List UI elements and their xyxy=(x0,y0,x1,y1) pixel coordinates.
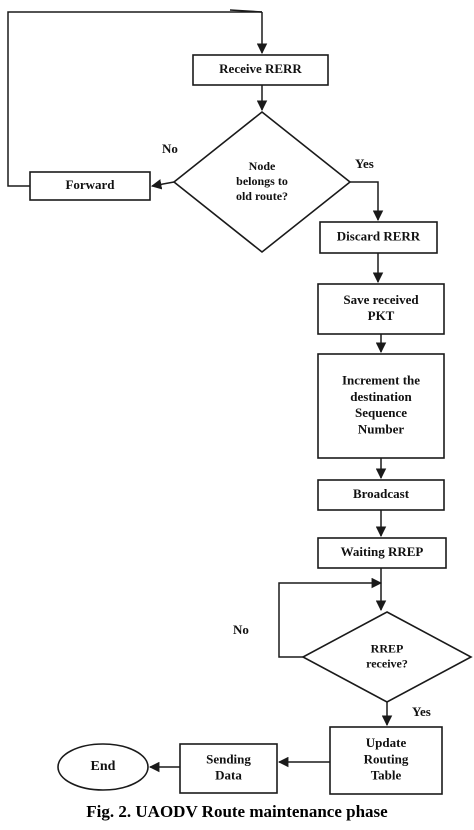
node-belongs-label-line-2: belongs to xyxy=(236,174,288,188)
rrep-receive-decision xyxy=(301,611,473,703)
discard-rerr-label-line-1: Discard RERR xyxy=(337,228,421,243)
edge-forward-loop xyxy=(7,11,262,187)
broadcast-label-line-1: Broadcast xyxy=(353,486,410,501)
increment-seq-label-line-3: Sequence xyxy=(355,405,407,420)
edge-label-yes-1: Yes xyxy=(355,156,374,171)
broadcast-box xyxy=(317,479,445,511)
save-pkt-box xyxy=(317,283,445,335)
edge-rrep-no-loop xyxy=(278,577,383,658)
end-terminator xyxy=(57,743,149,791)
end-label-line-1: End xyxy=(91,759,116,774)
receive-rerr-label-line-1: Receive RERR xyxy=(219,61,302,76)
sending-data-label-line-2: Data xyxy=(215,768,242,783)
save-pkt-label-line-2: PKT xyxy=(368,308,395,323)
update-table-box xyxy=(329,726,443,795)
edge-label-no-2: No xyxy=(233,622,249,637)
increment-seq-label-line-2: destination xyxy=(350,389,412,404)
sending-data-box xyxy=(179,743,278,794)
edge-label-no-1: No xyxy=(162,141,178,156)
edge-label-yes-2: Yes xyxy=(412,704,431,719)
edge-decision-no-to-forward xyxy=(150,179,175,190)
increment-seq-label-line-4: Number xyxy=(358,421,404,436)
edge-loop-top-arrow xyxy=(229,9,263,13)
update-table-label-line-1: Update xyxy=(366,735,407,750)
node-belongs-label-line-1: Node xyxy=(249,159,276,173)
rrep-receive-label-line-1: RREP xyxy=(371,641,404,655)
discard-rerr-box xyxy=(319,221,438,254)
node-belongs-decision xyxy=(172,110,352,254)
node-belongs-label-line-3: old route? xyxy=(236,189,288,203)
figure-caption: Fig. 2. UAODV Route maintenance phase xyxy=(86,802,388,821)
waiting-rrep-label-line-1: Waiting RREP xyxy=(341,544,424,559)
receive-rerr-box xyxy=(192,54,329,86)
save-pkt-label-line-1: Save received xyxy=(343,292,419,307)
edge-decision-yes-to-discard xyxy=(350,181,384,222)
waiting-rrep-box xyxy=(317,537,447,569)
rrep-receive-label-line-2: receive? xyxy=(366,656,408,670)
forward-label-line-1: Forward xyxy=(65,177,115,192)
update-table-label-line-2: Routing xyxy=(364,751,409,766)
increment-seq-box xyxy=(317,353,445,459)
forward-box xyxy=(29,171,151,201)
update-table-label-line-3: Table xyxy=(371,768,402,783)
sending-data-label-line-1: Sending xyxy=(206,751,251,766)
increment-seq-label-line-1: Increment the xyxy=(342,373,420,388)
